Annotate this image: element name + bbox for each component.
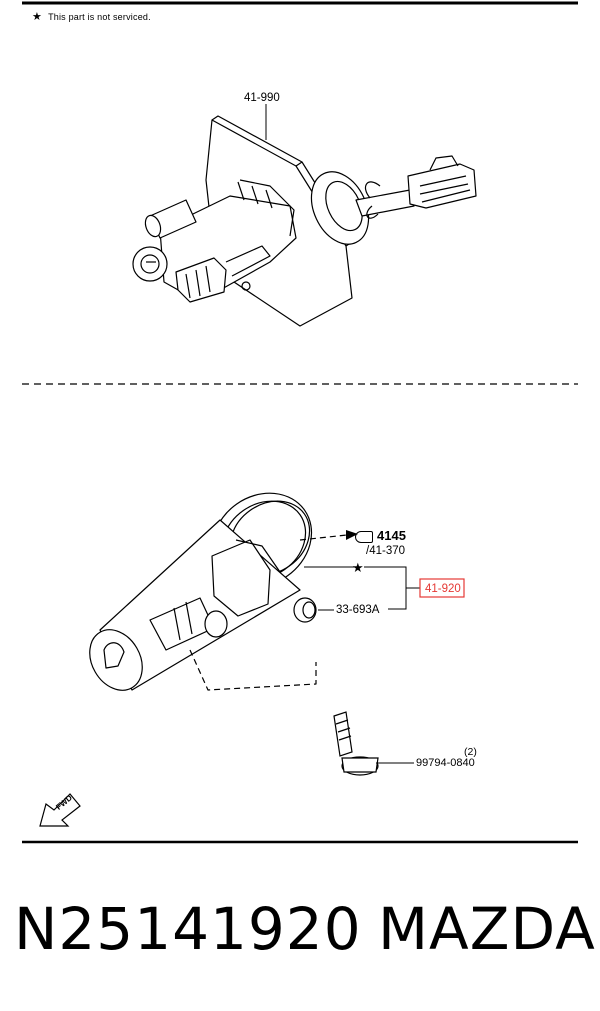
footer: N25141920 MAZDA: [0, 895, 600, 975]
lock-top: [239, 179, 295, 237]
arrow-head: [346, 530, 358, 540]
connector-latch: [429, 155, 459, 171]
stub-end: [144, 214, 162, 238]
clip: [365, 181, 381, 199]
footer-part-code: N25141920: [14, 895, 362, 963]
collar: [310, 171, 370, 245]
upper-part-number: 41-990: [244, 92, 280, 104]
key-cylinder: [132, 246, 168, 282]
pin-head: [204, 610, 228, 638]
bracket: [225, 245, 271, 277]
lower-lock-housing[interactable]: [79, 474, 357, 700]
shaft: [355, 189, 415, 217]
lock-module: [211, 539, 271, 617]
bolt-part-number[interactable]: 99794-0840: [416, 757, 475, 769]
plate-edge: [211, 115, 303, 167]
housing-end: [89, 629, 143, 691]
connector-plug: [407, 163, 477, 209]
upper-steering-lock-assembly[interactable]: [132, 115, 477, 327]
front-arrow-icon: [39, 793, 81, 827]
connector-ribs: [419, 175, 471, 203]
lock-ribs: [237, 181, 273, 209]
clip-2: [366, 205, 379, 219]
highlight-box: [419, 578, 465, 598]
footer-brand: MAZDA: [378, 895, 596, 963]
key-cylinder-inner: [140, 254, 160, 274]
not-serviced-note: ★ This part is not serviced.: [32, 10, 151, 23]
fastener-symbol-icon: [355, 530, 373, 543]
not-serviced-star-icon: ★: [352, 560, 364, 575]
note-text: This part is not serviced.: [48, 12, 151, 22]
highlighted-part-number[interactable]: 41-920: [425, 583, 461, 595]
housing-end-notch: [103, 642, 125, 669]
grommet[interactable]: [293, 597, 317, 623]
lock-module-top: [235, 539, 281, 573]
grommet-part-number[interactable]: 33-693A: [336, 604, 380, 616]
callout-lines: [304, 566, 420, 764]
pin-ribs: [173, 601, 193, 641]
fastener-symbol-text: 4145: [377, 528, 406, 543]
bolt-quantity: (2): [464, 746, 477, 758]
ref-code: /41-370: [366, 545, 406, 557]
fastener-callout: 4145: [355, 528, 406, 543]
solenoid-ribs: [185, 265, 211, 299]
screw: [241, 281, 251, 291]
phantom-bracket: [189, 649, 317, 691]
mounting-bolt[interactable]: [333, 711, 379, 776]
star-icon: ★: [32, 11, 43, 23]
